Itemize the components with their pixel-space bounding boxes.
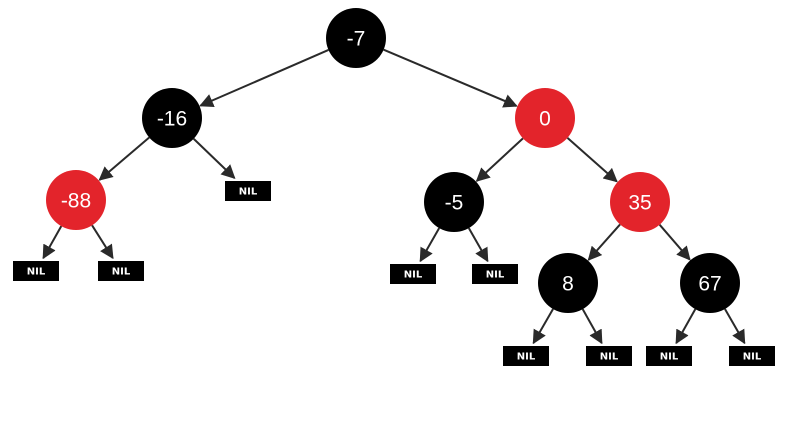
node-circle-black — [326, 8, 386, 68]
node-label: 8 — [562, 273, 574, 296]
edge-n-7-to-n-16 — [199, 49, 329, 108]
node-label: 67 — [698, 273, 721, 296]
edge-n-88-to-nil-88l — [42, 225, 63, 260]
nil-leaf: NIL — [727, 344, 777, 368]
node-label: -16 — [157, 108, 187, 131]
edge-n0-to-n35 — [566, 137, 618, 183]
node-circle-red — [515, 88, 575, 148]
nil-box — [388, 262, 438, 286]
nil-label: NIL — [239, 187, 258, 198]
nil-box — [584, 344, 634, 368]
node-label: -7 — [347, 28, 366, 51]
nil-leaf: NIL — [644, 344, 694, 368]
nil-box — [727, 344, 777, 368]
tree-node-8: 8 — [538, 253, 598, 313]
edge-n-5-to-nil-5r — [467, 227, 489, 263]
tree-node-35: 35 — [610, 172, 670, 232]
edge-n-88-to-nil-88r — [91, 224, 114, 260]
node-label: -5 — [445, 192, 464, 215]
node-label: 35 — [628, 192, 651, 215]
nil-box — [11, 259, 61, 283]
nil-leaf: NIL — [96, 259, 146, 283]
tree-node--5: -5 — [424, 172, 484, 232]
nil-leaf: NIL — [584, 344, 634, 368]
tree-node--7: -7 — [326, 8, 386, 68]
nil-label: NIL — [27, 267, 46, 278]
edge-n8-to-nil-8r — [581, 308, 603, 345]
edge-n35-to-n67 — [658, 224, 691, 261]
nil-label: NIL — [517, 352, 536, 363]
nil-box — [223, 179, 273, 203]
node-circle-black — [680, 253, 740, 313]
nil-label: NIL — [743, 352, 762, 363]
edge-n-5-to-nil-5l — [419, 227, 441, 263]
node-circle-red — [610, 172, 670, 232]
edge-n-16-to-nil-16r — [192, 138, 236, 179]
tree-node-67: 67 — [680, 253, 740, 313]
nil-leaf: NIL — [11, 259, 61, 283]
edges — [42, 48, 746, 345]
edge-n0-to-n-5 — [475, 137, 524, 182]
nil-box — [96, 259, 146, 283]
nil-leaf: NIL — [501, 344, 551, 368]
edge-n67-to-nil-67l — [675, 308, 697, 345]
node-label: -88 — [61, 190, 91, 213]
nil-label: NIL — [486, 270, 505, 281]
node-circle-red — [46, 170, 106, 230]
nil-box — [501, 344, 551, 368]
nil-label: NIL — [404, 270, 423, 281]
tree-node-0: 0 — [515, 88, 575, 148]
nil-box — [644, 344, 694, 368]
node-circle-black — [424, 172, 484, 232]
nil-label: NIL — [112, 267, 131, 278]
nil-label: NIL — [600, 352, 619, 363]
node-label: 0 — [539, 108, 551, 131]
edge-n67-to-nil-67r — [724, 308, 746, 345]
edge-n-7-to-n0 — [383, 48, 518, 108]
node-circle-black — [538, 253, 598, 313]
nil-label: NIL — [660, 352, 679, 363]
nil-box — [470, 262, 520, 286]
nil-leaf: NIL — [223, 179, 273, 203]
nil-leaf: NIL — [470, 262, 520, 286]
nil-leaf: NIL — [388, 262, 438, 286]
tree-node--16: -16 — [142, 88, 202, 148]
node-circle-black — [142, 88, 202, 148]
edge-n35-to-n8 — [587, 223, 621, 261]
tree-node--88: -88 — [46, 170, 106, 230]
edge-n8-to-nil-8l — [532, 308, 554, 345]
edge-n-16-to-n-88 — [98, 136, 150, 181]
